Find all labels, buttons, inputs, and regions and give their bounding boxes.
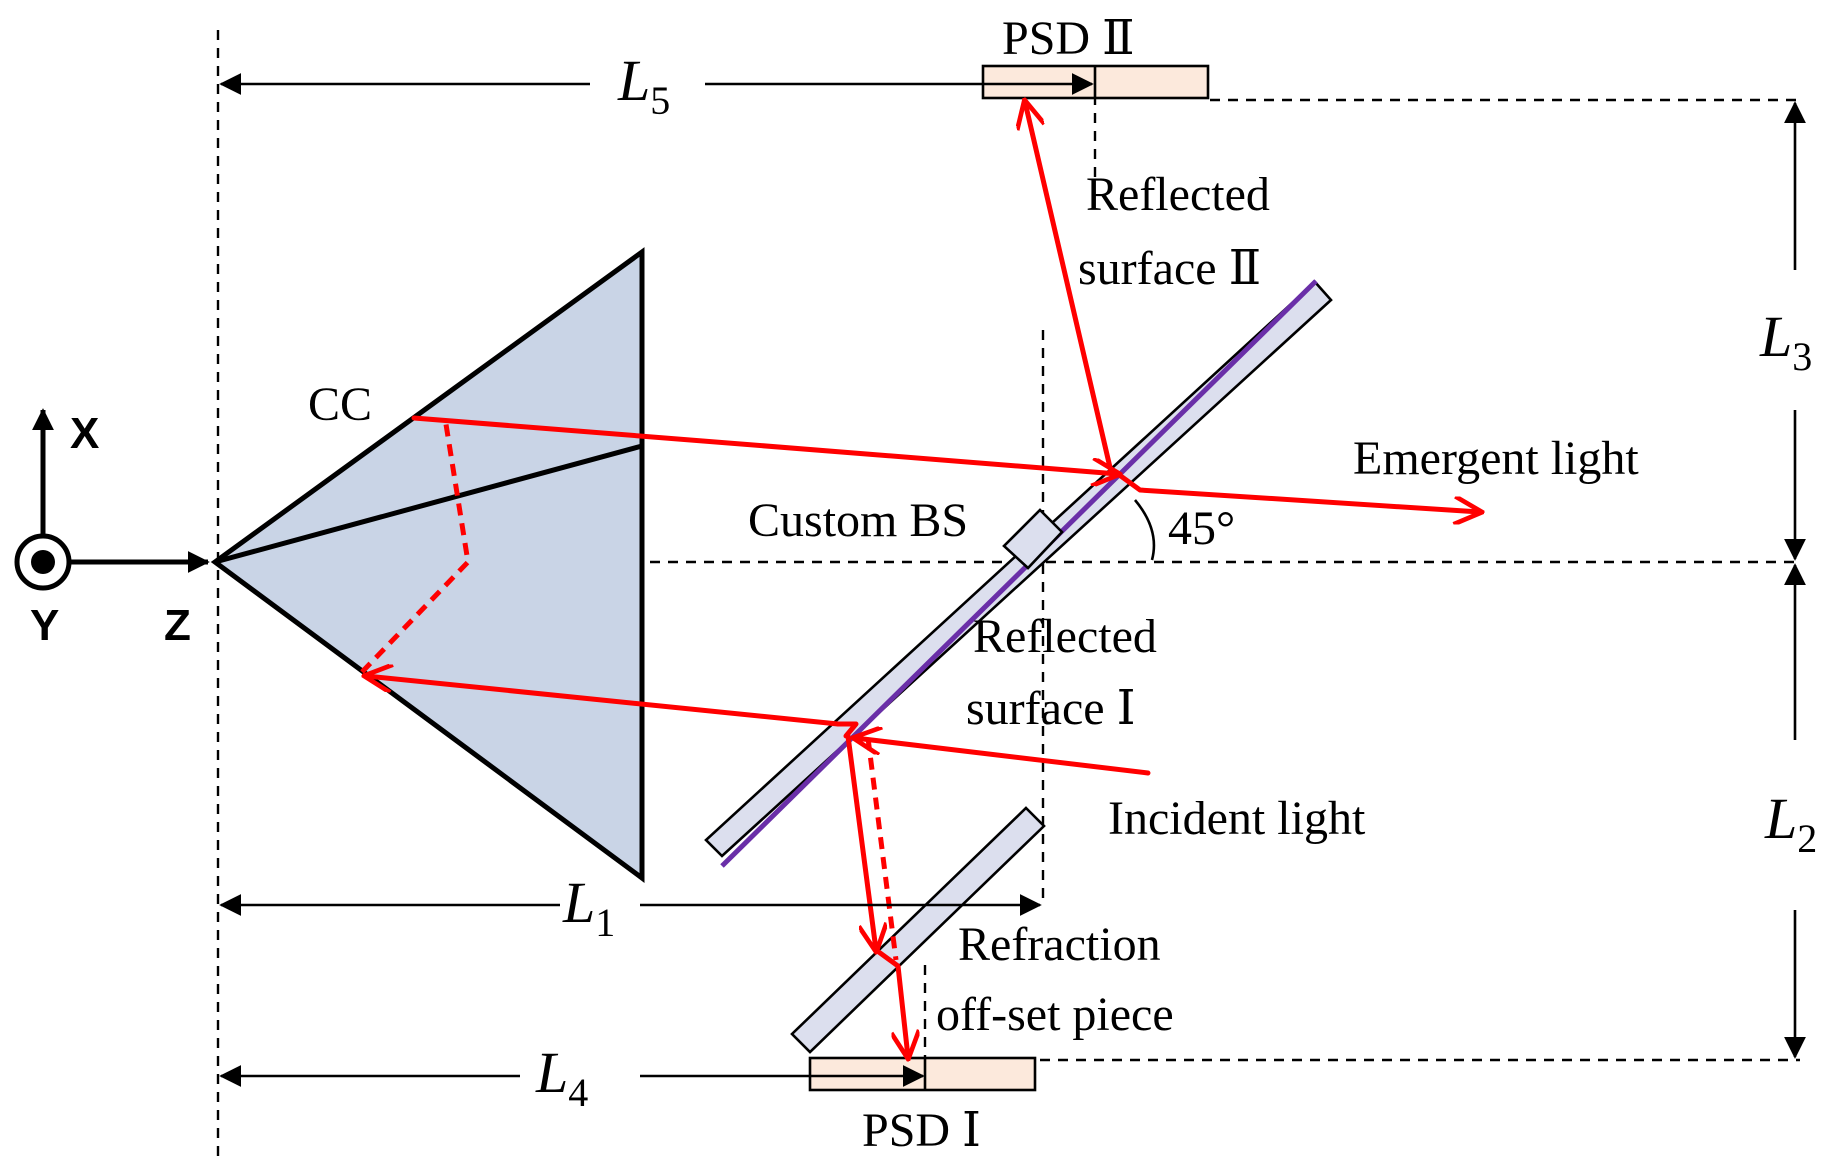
cc-label: CC (308, 378, 372, 431)
ray-to-psd2 (1025, 102, 1115, 479)
refraction-label-line2: off-set piece (936, 988, 1174, 1041)
reflected-surface-2-label-line1: Reflected (1086, 168, 1270, 221)
prism-internal-path (360, 417, 471, 674)
ray-down-dashed (865, 737, 899, 961)
optical-rays (360, 102, 1480, 1057)
psd-1-body (808, 1056, 1037, 1092)
refraction-label-line1: Refraction (958, 918, 1161, 971)
bs-retro-piece (1002, 508, 1064, 570)
psd-1 (808, 1056, 1037, 1092)
psd-2 (981, 64, 1210, 100)
reflected-surface-1-label-line2: surface Ⅰ (966, 682, 1136, 735)
l1-label: L1 (562, 870, 615, 945)
psd2-label: PSD Ⅱ (1002, 12, 1135, 65)
emergent-light-label: Emergent light (1353, 432, 1639, 485)
reflected-surface-1-label-line1: Reflected (973, 610, 1157, 663)
coordinate-system (14, 408, 210, 591)
axis-y-label: Y (30, 601, 59, 650)
l5-label: L5 (617, 48, 670, 123)
incident-light-label: Incident light (1108, 792, 1366, 845)
l3-label: L3 (1759, 304, 1812, 379)
ray-prism-to-bs (411, 415, 1118, 474)
axis-x-label: X (70, 409, 99, 458)
custom-beam-splitter (704, 279, 1333, 868)
psd1-label: PSD Ⅰ (862, 1104, 981, 1157)
l4-label: L4 (535, 1040, 588, 1115)
ray-surface1-segment (835, 721, 859, 739)
custom-bs-label: Custom BS (748, 494, 968, 547)
y-axis-symbol-dot (31, 550, 55, 574)
ray-bs-to-prism (366, 676, 841, 727)
prism-body (210, 247, 645, 883)
axis-z-label: Z (164, 601, 191, 650)
refraction-offset-piece (790, 806, 1046, 1054)
ray-down-solid (845, 733, 876, 950)
ray-to-psd1 (873, 947, 908, 1057)
angle-45-label: 45° (1168, 502, 1235, 555)
corner-cube-prism (210, 247, 645, 883)
emergent-light-ray (1115, 471, 1480, 512)
incident-light-ray (855, 738, 1151, 776)
bs-reflective-coating (720, 279, 1318, 868)
angle-45-arc (1134, 499, 1156, 561)
reflected-surface-2-label-line2: surface Ⅱ (1078, 242, 1261, 295)
prism-inner-edge (214, 443, 643, 565)
bs-plate (704, 280, 1333, 858)
l2-label: L2 (1764, 786, 1817, 861)
